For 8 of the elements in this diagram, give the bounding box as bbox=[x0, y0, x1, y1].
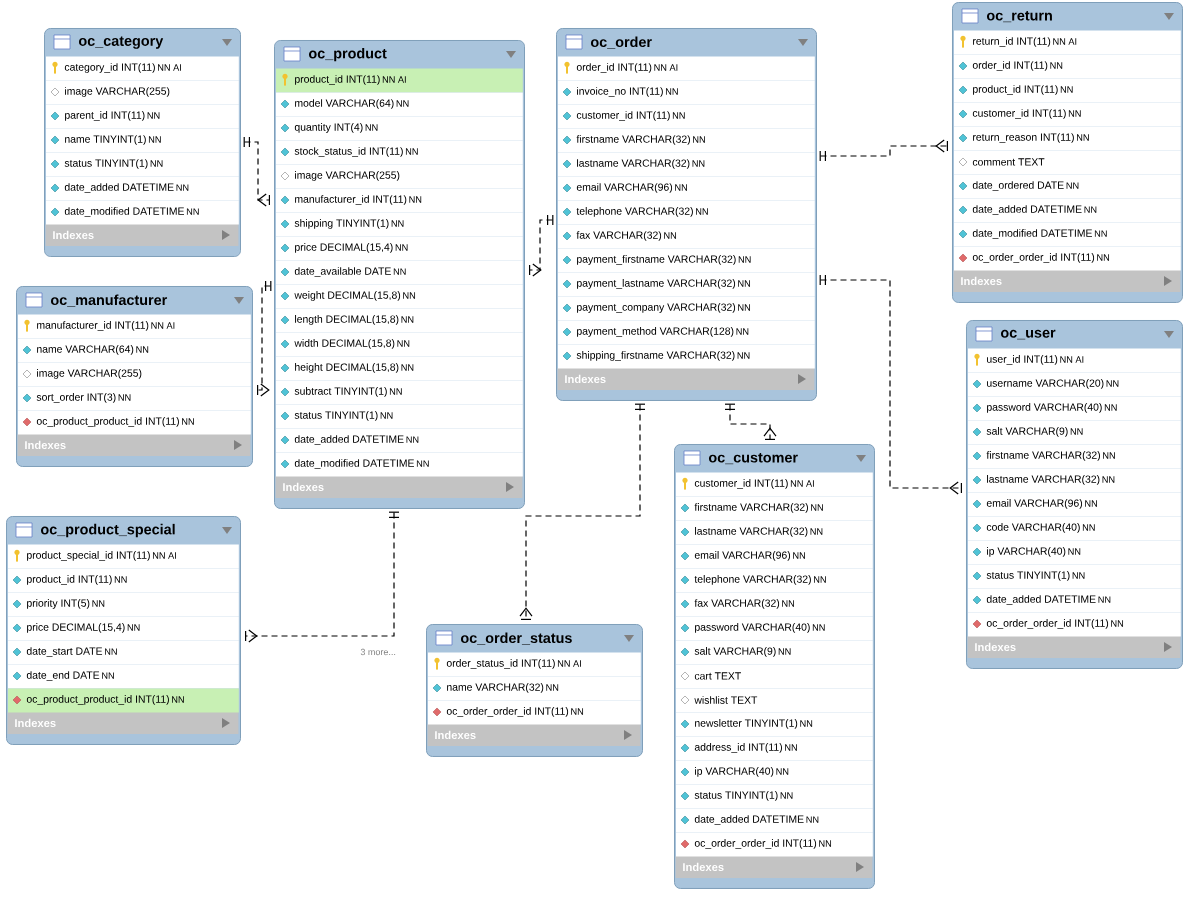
relationship-line bbox=[243, 136, 270, 207]
relationship-line bbox=[529, 214, 554, 277]
relationship-line bbox=[519, 403, 646, 620]
relationship-line bbox=[245, 511, 400, 643]
relationship-line bbox=[819, 274, 962, 495]
relationship-line bbox=[819, 139, 948, 162]
relationship-line bbox=[724, 403, 777, 440]
relationship-line bbox=[257, 280, 272, 397]
